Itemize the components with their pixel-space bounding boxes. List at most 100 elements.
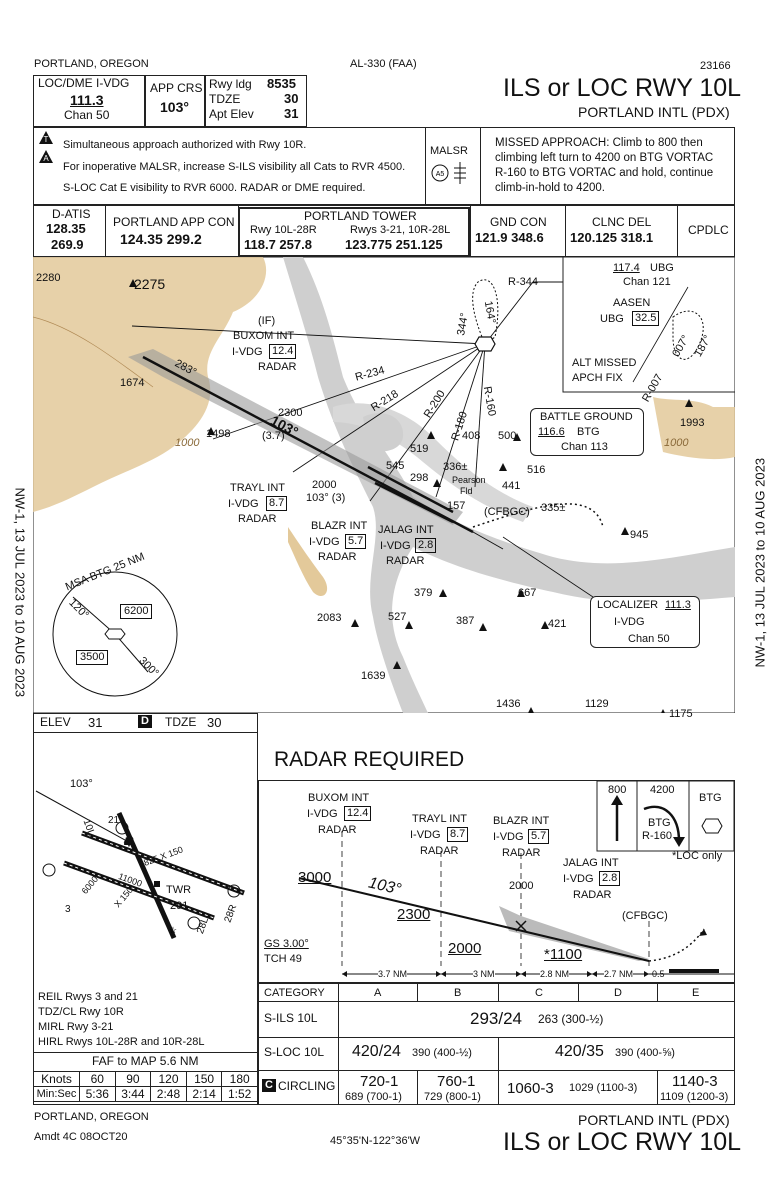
alt-missed-2: APCH FIX [572, 372, 623, 384]
cfbgc-plan: (CFBGC) [484, 506, 530, 518]
knots-150: 150 [185, 1071, 223, 1087]
pearson-1: Pearson [452, 475, 486, 485]
loc-box [33, 75, 145, 127]
elev-1993: 1993 [680, 417, 705, 429]
apt-elev-label: Apt Elev [209, 107, 254, 121]
pf-dist-5: 0.5 [652, 969, 665, 979]
btg-chan: Chan 113 [561, 441, 608, 453]
buxom-name: BUXOM INT [233, 330, 295, 342]
circling-label: CIRCLING [278, 1079, 336, 1093]
ad-note-4: HIRL Rwys 10L-28R and 10R-28L [38, 1036, 205, 1048]
trayl-ivdg: I-VDG [228, 498, 259, 510]
circ-c-sub: 1029 (1100-3) [569, 1082, 638, 1094]
elev-545: 545 [386, 460, 405, 472]
cat-d: D [614, 987, 622, 999]
cat-e: E [692, 987, 700, 999]
blazr-dist: 5.7 [345, 534, 367, 549]
pf-trayl-ivdg: I-VDG [410, 829, 441, 841]
radial-344: R-344 [508, 276, 538, 288]
time-180: 1:52 [221, 1086, 258, 1102]
profile-box [258, 780, 735, 983]
app-con-label: PORTLAND APP CON [113, 215, 235, 229]
faf-map-label: FAF to MAP 5.6 NM [92, 1054, 199, 1068]
num-157: 157 [447, 500, 466, 512]
pf-buxom-ivdg: I-VDG [307, 808, 338, 820]
cat-b: B [454, 987, 462, 999]
validity-right: NW-1, 13 JUL 2023 to 10 AUG 2023 [752, 457, 768, 668]
radar-required: RADAR REQUIRED [274, 748, 465, 771]
loc-only: *LOC only [672, 850, 723, 862]
svg-text:☆: ☆ [169, 925, 177, 935]
app-crs-box [145, 75, 205, 127]
elev-1436: 1436 [496, 698, 521, 710]
ubg-id: UBG [650, 262, 674, 274]
ma-4200: 4200 [650, 784, 675, 796]
aasen-name: AASEN [613, 297, 651, 309]
terrain-ne [653, 397, 735, 460]
heading-103-3: 103° (3) [306, 492, 346, 504]
btg-name: BATTLE GROUND [540, 411, 633, 423]
header-chart-number: 23166 [700, 60, 731, 72]
sloc-cde-sub: 390 (400-⅝) [615, 1047, 675, 1059]
loc-box-name: LOCALIZER [597, 599, 659, 611]
sloc-ab-sub: 390 (400-½) [412, 1047, 472, 1059]
buxom-if: (IF) [258, 315, 276, 327]
knots-120: 120 [150, 1071, 187, 1087]
rwy-box [205, 75, 307, 127]
ma-btg-label: BTG [648, 817, 671, 829]
svg-text:A5: A5 [436, 171, 445, 178]
ad-note-3: MIRL Rwy 3-21 [38, 1021, 114, 1033]
pf-gs: GS 3.00° [264, 938, 309, 950]
jalag-name: JALAG INT [378, 524, 434, 536]
knots-60: 60 [79, 1071, 116, 1087]
elev-336: 336± [443, 461, 468, 473]
pf-alt-1100: *1100 [544, 946, 583, 963]
dist-37: (3.7) [262, 430, 285, 442]
elev-1639: 1639 [361, 670, 386, 682]
sils-main: 293/24 [470, 1009, 522, 1028]
elev-387: 387 [456, 615, 475, 627]
pf-alt-2000b: 2000 [509, 880, 534, 892]
elev-945: 945 [630, 529, 649, 541]
elev-335: 335± [541, 502, 566, 514]
elev-667: 667 [518, 587, 537, 599]
pf-cfbgc: (CFBGC) [622, 910, 668, 922]
circ-de-sub: 1109 (1200-3) [660, 1091, 729, 1103]
note-1: Simultaneous approach authorized with Rw… [63, 139, 307, 151]
elev-519: 519 [410, 443, 429, 455]
blazr-radar: RADAR [318, 551, 357, 563]
trayl-radar: RADAR [238, 513, 277, 525]
header-airport: PORTLAND INTL (PDX) [578, 104, 730, 120]
pf-buxom-radar: RADAR [318, 824, 357, 836]
pf-dist-4: 2.7 NM [604, 969, 634, 980]
clnc-label: CLNC DEL [592, 215, 652, 229]
loc-box-freq: 111.3 [665, 599, 691, 611]
blazr-ivdg: I-VDG [309, 536, 340, 548]
elev-2280: 2280 [36, 272, 61, 284]
validity-left: NW-1, 13 JUL 2023 to 10 AUG 2023 [12, 487, 28, 698]
sloc-ab-main: 420/24 [352, 1043, 401, 1060]
circ-c-main: 1060-3 [507, 1080, 554, 1097]
elev-298: 298 [410, 472, 429, 484]
terrain-island [288, 527, 328, 597]
category-label: CATEGORY [264, 987, 325, 999]
loc-chan: Chan 50 [64, 108, 110, 122]
pearson-2: Fld [460, 486, 473, 496]
apt-elev-value: 31 [284, 106, 299, 121]
battle-ground-box [530, 408, 644, 456]
msa-6200: 6200 [120, 604, 153, 619]
header-location: PORTLAND, OREGON [34, 58, 149, 70]
elev-421: 421 [548, 618, 567, 630]
circ-b-sub: 729 (800-1) [424, 1091, 481, 1103]
ubg-freq: 117.4 [613, 262, 640, 274]
elev-1674: 1674 [120, 377, 145, 389]
pf-jalag-dist: 2.8 [599, 871, 621, 886]
elev-1129: 1129 [585, 698, 609, 710]
elev-500: 500 [498, 430, 517, 442]
missed-approach-1: MISSED APPROACH: Climb to 800 then [495, 137, 703, 149]
minsec-label: Min:Sec [33, 1086, 80, 1102]
ad-rwy-21: 21 [108, 815, 120, 826]
elev-2275: 2275 [134, 276, 166, 292]
header-proc-code: AL-330 (FAA) [350, 58, 417, 70]
elev-441: 441 [502, 480, 521, 492]
